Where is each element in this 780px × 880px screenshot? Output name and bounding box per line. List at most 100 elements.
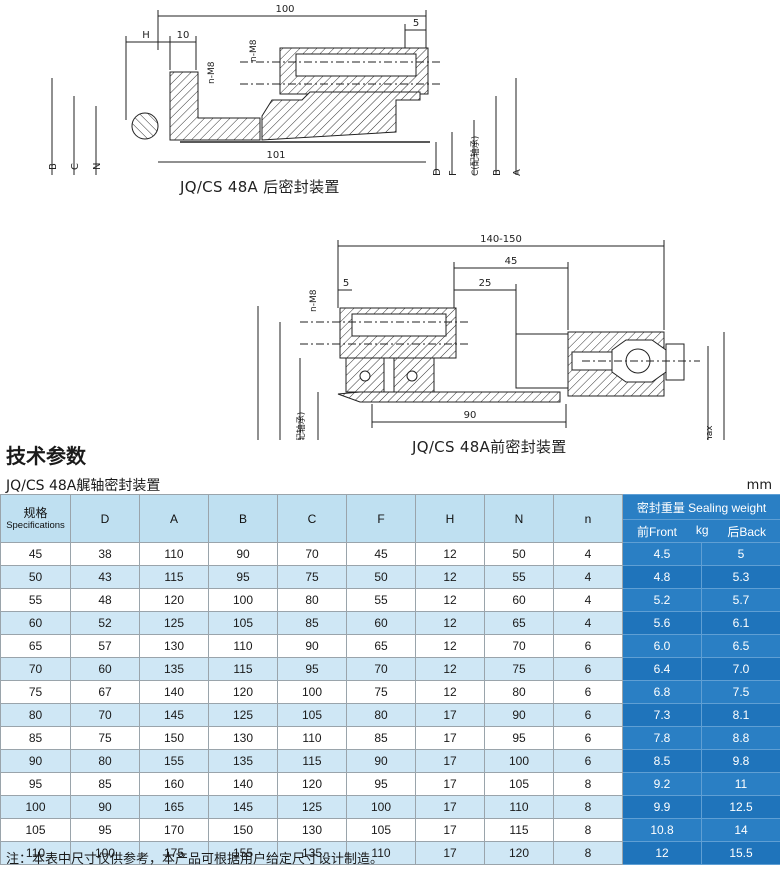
cell-n-upper: 65 xyxy=(484,611,554,635)
cell-f: 70 xyxy=(346,657,416,681)
rear-dim-d: D xyxy=(432,168,443,176)
front-seal-caption: JQ/CS 48A前密封装置 xyxy=(412,438,567,456)
cell-h: 12 xyxy=(415,588,485,612)
front-dim-25: 25 xyxy=(479,278,492,289)
cell-front-weight: 5.2 xyxy=(622,588,702,612)
cell-a: 145 xyxy=(139,703,209,727)
cell-spec: 45 xyxy=(0,542,71,566)
front-dim-140-150: 140-150 xyxy=(480,234,522,245)
cell-f: 85 xyxy=(346,726,416,750)
rear-dim-5: 5 xyxy=(413,18,419,29)
cell-spec: 95 xyxy=(0,772,71,796)
cell-h: 17 xyxy=(415,772,485,796)
rear-dim-nm8-b: n-M8 xyxy=(207,61,217,84)
cell-d: 75 xyxy=(70,726,140,750)
header-back: 后Back xyxy=(727,524,767,539)
cell-back-weight: 5.3 xyxy=(700,565,780,589)
cell-h: 17 xyxy=(415,795,485,819)
front-seal-dimension-labels: 140-150 45 25 5 n-M8 90 A B C(配轴承) F Dma… xyxy=(295,234,715,440)
cell-b: 110 xyxy=(208,634,278,658)
cell-front-weight: 10.8 xyxy=(622,818,702,842)
cell-n-upper: 90 xyxy=(484,703,554,727)
footnote: 注：本表中尺寸仅供参考，本产品可根据用户给定尺寸设计制造。 xyxy=(6,852,384,867)
cell-n-upper: 100 xyxy=(484,749,554,773)
cell-front-weight: 6.0 xyxy=(622,634,702,658)
cell-n-upper: 95 xyxy=(484,726,554,750)
cell-f: 60 xyxy=(346,611,416,635)
cell-h: 17 xyxy=(415,818,485,842)
spec-table: 规格 Specifications D A B C F H N n 密封重量 S… xyxy=(0,494,780,865)
technical-drawings: 100 5 H 10 n-M8 n-M8 101 B C N D F C(配轴承… xyxy=(48,4,725,440)
cell-back-weight: 8.8 xyxy=(700,726,780,750)
cell-f: 110 xyxy=(346,841,416,865)
cell-a: 115 xyxy=(139,565,209,589)
cell-n-upper: 110 xyxy=(484,795,554,819)
cell-b: 140 xyxy=(208,772,278,796)
header-c: C xyxy=(277,494,347,543)
cell-spec: 110 xyxy=(0,841,71,865)
rear-seal-dimension-labels: 100 5 H 10 n-M8 n-M8 101 B C N D F C(配轴承… xyxy=(48,4,523,176)
front-seal-drawing xyxy=(257,240,725,440)
cell-b: 130 xyxy=(208,726,278,750)
cell-back-weight: 11 xyxy=(700,772,780,796)
cell-front-weight: 7.3 xyxy=(622,703,702,727)
cell-a: 135 xyxy=(139,657,209,681)
cell-d: 60 xyxy=(70,657,140,681)
cell-d: 85 xyxy=(70,772,140,796)
header-front: 前Front xyxy=(637,524,678,539)
cell-front-weight: 5.6 xyxy=(622,611,702,635)
header-sealing-weight: 密封重量 Sealing weight xyxy=(621,494,780,520)
cell-b: 100 xyxy=(208,588,278,612)
cell-n-lower: 8 xyxy=(553,772,623,796)
cell-spec: 50 xyxy=(0,565,71,589)
cell-f: 65 xyxy=(346,634,416,658)
cell-d: 70 xyxy=(70,703,140,727)
cell-c: 100 xyxy=(277,680,347,704)
section-title: 技术参数 xyxy=(6,444,86,468)
cell-c: 125 xyxy=(277,795,347,819)
cell-n-upper: 50 xyxy=(484,542,554,566)
cell-d: 67 xyxy=(70,680,140,704)
cell-d: 52 xyxy=(70,611,140,635)
cell-h: 12 xyxy=(415,657,485,681)
cell-a: 170 xyxy=(139,818,209,842)
cell-back-weight: 6.5 xyxy=(700,634,780,658)
cell-f: 50 xyxy=(346,565,416,589)
cell-n-lower: 8 xyxy=(553,795,623,819)
cell-n-lower: 4 xyxy=(553,565,623,589)
cell-f: 95 xyxy=(346,772,416,796)
front-dim-45: 45 xyxy=(505,256,518,267)
rear-dim-nm8-a: n-M8 xyxy=(249,39,259,62)
cell-n-upper: 70 xyxy=(484,634,554,658)
cell-a: 165 xyxy=(139,795,209,819)
cell-h: 17 xyxy=(415,841,485,865)
rear-dim-b2: B xyxy=(492,169,503,176)
rear-dim-c: C xyxy=(70,163,81,170)
cell-c: 135 xyxy=(277,841,347,865)
header-n-lower: n xyxy=(553,494,623,543)
cell-n-upper: 55 xyxy=(484,565,554,589)
cell-b: 95 xyxy=(208,565,278,589)
cell-back-weight: 5.7 xyxy=(700,588,780,612)
cell-front-weight: 12 xyxy=(622,841,702,865)
cell-spec: 105 xyxy=(0,818,71,842)
cell-n-lower: 6 xyxy=(553,634,623,658)
cell-a: 175 xyxy=(139,841,209,865)
cell-b: 120 xyxy=(208,680,278,704)
cell-d: 43 xyxy=(70,565,140,589)
cell-front-weight: 4.5 xyxy=(622,542,702,566)
cell-h: 17 xyxy=(415,749,485,773)
cell-front-weight: 9.9 xyxy=(622,795,702,819)
cell-n-lower: 4 xyxy=(553,542,623,566)
cell-c: 95 xyxy=(277,657,347,681)
cell-d: 90 xyxy=(70,795,140,819)
cell-h: 12 xyxy=(415,611,485,635)
cell-a: 125 xyxy=(139,611,209,635)
unit-label: mm xyxy=(746,478,772,493)
